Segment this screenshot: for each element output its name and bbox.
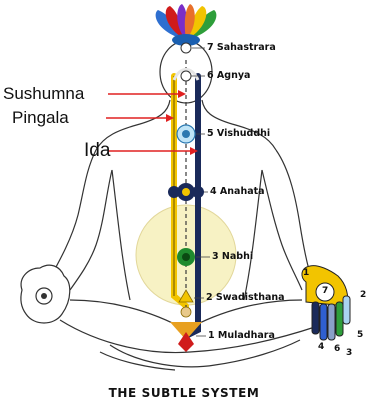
chakra-label-anahata: 4 Anahata xyxy=(210,186,265,197)
hand-number-1: 1 xyxy=(303,268,309,278)
hand-number-5: 5 xyxy=(357,330,363,340)
sushumna-label: Sushumna xyxy=(3,84,84,104)
vishuddhi-marker xyxy=(177,125,195,143)
diagram-title: THE SUBTLE SYSTEM xyxy=(0,386,368,400)
nabhi-marker xyxy=(177,248,195,266)
chakra-label-sahastrara: 7 Sahastrara xyxy=(207,42,276,53)
hand-number-4: 4 xyxy=(318,342,324,352)
chakra-label-vishuddhi: 5 Vishuddhi xyxy=(207,128,270,139)
channel-arrows xyxy=(106,90,198,155)
chakra-label-swadisthana: 2 Swadisthana xyxy=(206,292,285,303)
chakra-label-nabhi: 3 Nabhi xyxy=(212,251,253,262)
muladhara-marker xyxy=(170,322,202,352)
hand-number-7: 7 xyxy=(322,286,328,296)
ida-label: Ida xyxy=(84,140,110,162)
hand-number-3: 3 xyxy=(346,348,352,358)
agnya-marker xyxy=(181,71,191,81)
left-hand xyxy=(21,265,70,323)
left-heart-marker xyxy=(168,186,180,198)
chakra-label-agnya: 6 Agnya xyxy=(207,70,250,81)
right-heart-marker xyxy=(192,186,204,198)
kundalini-marker xyxy=(181,307,191,317)
hand-number-2: 2 xyxy=(360,290,366,300)
chakra-label-muladhara: 1 Muladhara xyxy=(208,330,275,341)
pingala-label: Pingala xyxy=(12,108,69,128)
hand-number-6: 6 xyxy=(334,344,340,354)
